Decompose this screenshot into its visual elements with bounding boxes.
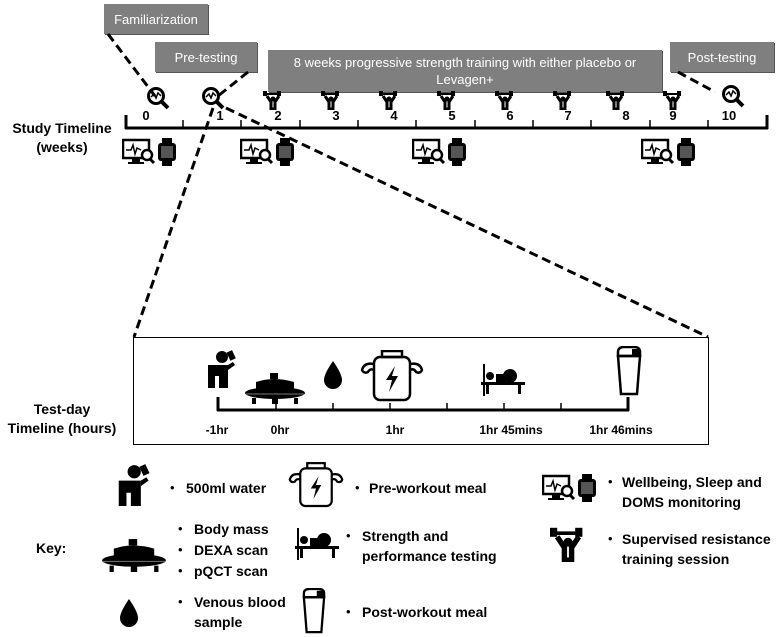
weightlifter-icon [321,91,339,110]
week-tick: 6 [506,108,514,123]
hour-tick: 1hr 45mins [479,423,543,437]
key-preworkout-label: Pre-workout meal [369,480,487,496]
supplement-jar-icon [288,462,344,508]
bullet: • [355,480,360,495]
hour-tick: 1hr [385,423,405,437]
week-tick: 0 [142,108,150,123]
body-scanner-icon [245,373,305,404]
bullet: • [608,531,613,546]
week-tick: 8 [622,108,630,123]
body-scanner-icon [102,539,166,572]
test-day-timeline-label: Test-day Timeline (hours) [7,401,117,436]
familiarization-box: Familiarization [104,4,208,34]
weightlifter-icon [495,91,513,110]
bullet: • [346,604,351,619]
monitor-watch-icon [412,138,466,166]
weightlifter-icon [663,91,681,110]
week-tick: 9 [669,108,677,123]
bullet: • [170,480,175,495]
bullet: • [178,521,183,536]
test-day-axis [216,397,630,412]
week-tick: 4 [390,108,398,123]
bullet: • [178,563,183,578]
familiarization-label: Familiarization [114,11,198,27]
week-tick: 3 [332,108,340,123]
bullet: • [178,594,183,609]
hour-tick: 0hr [270,423,290,437]
key-title: Key: [36,540,67,556]
drinking-person-icon [208,350,236,388]
bullet: • [178,542,183,557]
pre-testing-label: Pre-testing [174,49,238,65]
shaker-cup-icon [616,346,642,396]
weightlifter-icon [550,527,583,562]
test-day-panel [133,337,709,445]
hour-tick: 1hr 46mins [589,423,653,437]
key-water-label: 500ml water [186,480,267,496]
bullet: • [608,474,613,489]
study-timeline-label: Study Timeline (weeks) [12,120,112,155]
week-tick: 7 [564,108,572,123]
post-testing-box: Post-testing [670,42,774,72]
training-box: 8 weeks progressive strength training wi… [268,50,662,92]
post-testing-label: Post-testing [687,49,757,65]
bench-press-icon [481,364,525,396]
monitor-watch-icon [240,138,294,166]
monitor-watch-icon [542,474,596,502]
search-chart-icon [202,87,225,110]
monitor-watch-icon [641,138,695,166]
pre-testing-box: Pre-testing [155,42,257,72]
monitor-watch-icon [122,138,176,166]
blood-drop-icon [120,599,138,627]
week-tick: 10 [721,108,737,123]
search-chart-icon [722,85,745,108]
hour-tick: -1hr [205,423,229,437]
training-label: 8 weeks progressive strength training wi… [293,55,637,87]
search-chart-icon [147,87,170,110]
weightlifter-icon [263,91,281,110]
key-postworkout-label: Post-workout meal [362,604,488,620]
bullet: • [346,528,351,543]
bench-press-icon [295,528,339,560]
week-tick: 1 [216,108,224,123]
supplement-jar-icon [360,350,424,402]
blood-drop-icon [324,361,342,389]
weightlifter-icon [606,91,624,110]
shaker-cup-icon [302,588,326,634]
drinking-person-icon [118,464,150,506]
week-tick: 2 [274,108,282,123]
weightlifter-icon [553,91,571,110]
weightlifter-icon [437,91,455,110]
weightlifter-icon [379,91,397,110]
week-tick: 5 [448,108,456,123]
